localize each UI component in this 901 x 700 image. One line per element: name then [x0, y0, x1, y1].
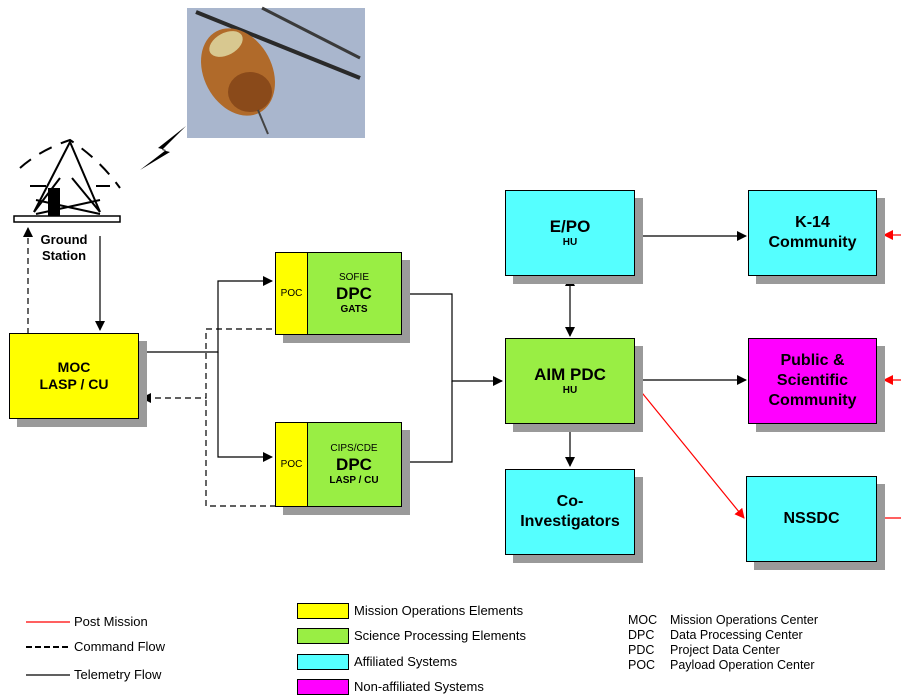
legend-non-affiliated: Non-affiliated Systems	[354, 679, 484, 694]
poc-label: POC	[276, 423, 308, 506]
k14-line1: K-14	[795, 214, 830, 231]
k14-community-box: K-14 Community	[748, 190, 877, 276]
dpc-cips-top: CIPS/CDE	[330, 442, 378, 454]
pdc-subtitle: HU	[562, 385, 578, 396]
public-line2: Scientific	[776, 372, 849, 389]
dpc-sofie-name: DPC	[336, 283, 372, 303]
legend-mission-ops: Mission Operations Elements	[354, 603, 524, 618]
dpc-sofie-bottom: GATS	[340, 303, 368, 315]
epo-subtitle: HU	[562, 237, 578, 248]
dpc-cips-box: POC CIPS/CDE DPC LASP / CU	[275, 422, 402, 507]
epo-box: E/PO HU	[505, 190, 635, 276]
dpc-cips-bottom: LASP / CU	[329, 474, 379, 486]
moc-subtitle: LASP / CU	[39, 376, 109, 392]
legend-command-flow: Command Flow	[74, 639, 166, 654]
public-line3: Community	[768, 392, 857, 409]
legend-post-mission: Post Mission	[74, 614, 148, 629]
coi-line2: Investigators	[520, 513, 620, 530]
swatch-mission-ops	[297, 603, 349, 619]
dpc-sofie-box: POC SOFIE DPC GATS	[275, 252, 402, 335]
co-investigators-box: Co- Investigators	[505, 469, 635, 555]
dpc-sofie-top: SOFIE	[338, 271, 369, 283]
moc-box: MOC LASP / CU	[9, 333, 139, 419]
swatch-science	[297, 628, 349, 644]
nssdc-box: NSSDC	[746, 476, 877, 562]
nssdc-title: NSSDC	[783, 510, 840, 527]
legend-affiliated: Affiliated Systems	[354, 654, 458, 669]
satellite-image	[187, 6, 365, 138]
poc-label: POC	[276, 253, 308, 334]
legend-science: Science Processing Elements	[354, 628, 526, 643]
radio-link-bolt-icon	[140, 126, 186, 170]
dpc-cips-name: DPC	[336, 454, 372, 474]
epo-title: E/PO	[549, 217, 591, 236]
ground-station-label: Ground Station	[40, 232, 88, 263]
public-line1: Public &	[780, 352, 845, 369]
moc-title: MOC	[57, 359, 91, 375]
coi-line1: Co-	[556, 493, 584, 510]
swatch-affiliated	[297, 654, 349, 670]
pdc-title: AIM PDC	[534, 365, 606, 384]
pdc-box: AIM PDC HU	[505, 338, 635, 424]
k14-line2: Community	[768, 234, 857, 251]
swatch-non-affiliated	[297, 679, 349, 695]
legend-telemetry-flow: Telemetry Flow	[74, 667, 162, 682]
public-scientific-community-box: Public & Scientific Community	[748, 338, 877, 424]
ground-station-dish-icon	[13, 138, 121, 223]
